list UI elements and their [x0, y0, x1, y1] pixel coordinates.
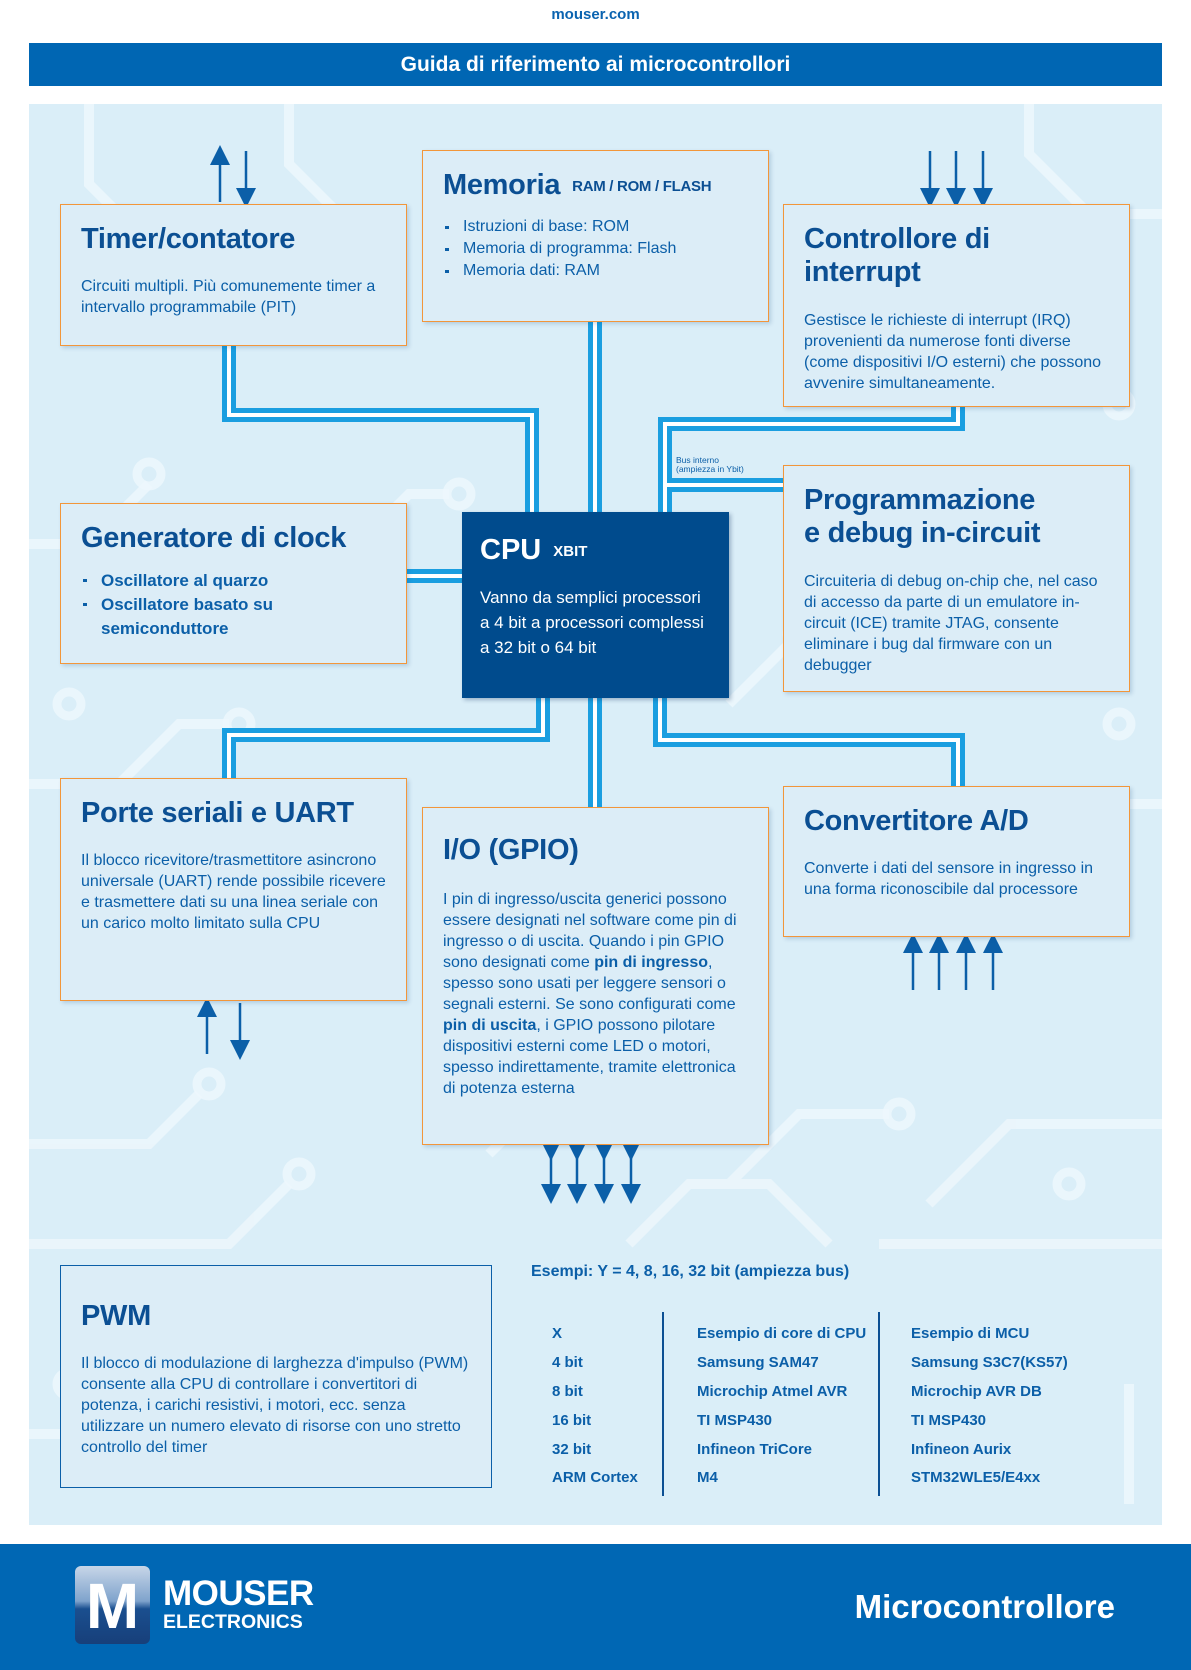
adc-block: Convertitore A/D Converte i dati del sen…	[783, 786, 1130, 937]
bus-label-line2: (ampiezza in Ybit)	[676, 464, 744, 474]
table-cell: M4	[697, 1469, 718, 1486]
timer-block: Timer/contatore Circuiti multipli. Più c…	[60, 204, 407, 346]
list-item: Memoria di programma: Flash	[443, 238, 748, 260]
table-cell: TI MSP430	[697, 1412, 773, 1429]
clock-block: Generatore di clock Oscillatore al quarz…	[60, 503, 407, 664]
debug-body: Circuiteria di debug on-chip che, nel ca…	[804, 572, 1098, 674]
table-cell: Microchip Atmel AVR	[697, 1383, 848, 1400]
gpio-body: I pin di ingresso/uscita generici posson…	[443, 891, 737, 1098]
table-divider	[662, 1312, 664, 1496]
uart-block: Porte seriali e UART Il blocco ricevitor…	[60, 778, 407, 1001]
table-cell: 8 bit	[552, 1383, 583, 1400]
table-cell: Samsung SAM47	[697, 1354, 819, 1371]
page-title: Guida di riferimento ai microcontrollori	[29, 43, 1162, 86]
table-cell: 16 bit	[552, 1412, 592, 1429]
logo-text: MOUSER	[163, 1574, 314, 1613]
debug-block: Programmazione e debug in-circuit Circui…	[783, 465, 1130, 692]
uart-body: Il blocco ricevitore/trasmettitore asinc…	[81, 852, 386, 933]
table-header: X	[552, 1325, 563, 1342]
table-header: Esempio di core di CPU	[697, 1325, 867, 1342]
list-item: Oscillatore basato su semiconduttore	[81, 593, 386, 641]
list-item: Istruzioni di base: ROM	[443, 216, 748, 238]
pwm-block: PWM Il blocco di modulazione di larghezz…	[60, 1265, 492, 1488]
table-divider	[878, 1312, 880, 1496]
cpu-subtitle: XBIT	[553, 542, 588, 560]
examples-heading: Esempi: Y = 4, 8, 16, 32 bit (ampiezza b…	[531, 1263, 850, 1280]
pwm-body: Il blocco di modulazione di larghezza d'…	[81, 1355, 469, 1457]
memoria-subtitle: RAM / ROM / FLASH	[572, 177, 712, 195]
site-url[interactable]: mouser.com	[551, 6, 640, 23]
list-item: Memoria dati: RAM	[443, 260, 748, 282]
adc-title: Convertitore A/D	[804, 805, 1029, 837]
table-cell: ARM Cortex	[552, 1469, 638, 1486]
uart-title: Porte seriali e UART	[81, 797, 354, 829]
table-cell: TI MSP430	[911, 1412, 987, 1429]
gpio-title: I/O (GPIO)	[443, 834, 579, 866]
gpio-block: I/O (GPIO) I pin di ingresso/uscita gene…	[422, 807, 769, 1145]
interrupt-title: Controllore di interrupt	[804, 223, 990, 289]
cpu-body: Vanno da semplici processori a 4 bit a p…	[480, 588, 704, 657]
table-cell: Infineon Aurix	[911, 1441, 1012, 1458]
table-cell: 32 bit	[552, 1441, 592, 1458]
timer-title: Timer/contatore	[81, 223, 296, 255]
table-cell: Microchip AVR DB	[911, 1383, 1042, 1400]
table-cell: Samsung S3C7(KS57)	[911, 1354, 1068, 1371]
footer	[0, 1544, 1191, 1670]
mouser-logo-icon[interactable]: M	[75, 1566, 150, 1644]
logo-subtext: ELECTRONICS	[163, 1611, 303, 1633]
table-cell: STM32WLE5/E4xx	[911, 1469, 1041, 1486]
bus-label-line1: Bus interno	[676, 455, 719, 465]
clock-list: Oscillatore al quarzo Oscillatore basato…	[81, 569, 386, 641]
clock-title: Generatore di clock	[81, 522, 347, 554]
timer-body: Circuiti multipli. Più comunemente timer…	[81, 278, 376, 317]
adc-body: Converte i dati del sensore in ingresso …	[804, 860, 1094, 899]
list-item: Oscillatore al quarzo	[81, 569, 386, 593]
table-header: Esempio di MCU	[911, 1325, 1030, 1342]
bus-label: Bus interno(ampiezza in Ybit)	[676, 456, 744, 474]
table-cell: 4 bit	[552, 1354, 583, 1371]
footer-title: Microcontrollore	[854, 1588, 1115, 1625]
table-cell: Infineon TriCore	[697, 1441, 813, 1458]
memoria-list: Istruzioni di base: ROM Memoria di progr…	[443, 216, 748, 282]
interrupt-block: Controllore di interrupt Gestisce le ric…	[783, 204, 1130, 407]
debug-title: Programmazione e debug in-circuit	[804, 484, 1041, 550]
interrupt-body: Gestisce le richieste di interrupt (IRQ)…	[804, 311, 1102, 392]
pwm-title: PWM	[81, 1300, 151, 1332]
